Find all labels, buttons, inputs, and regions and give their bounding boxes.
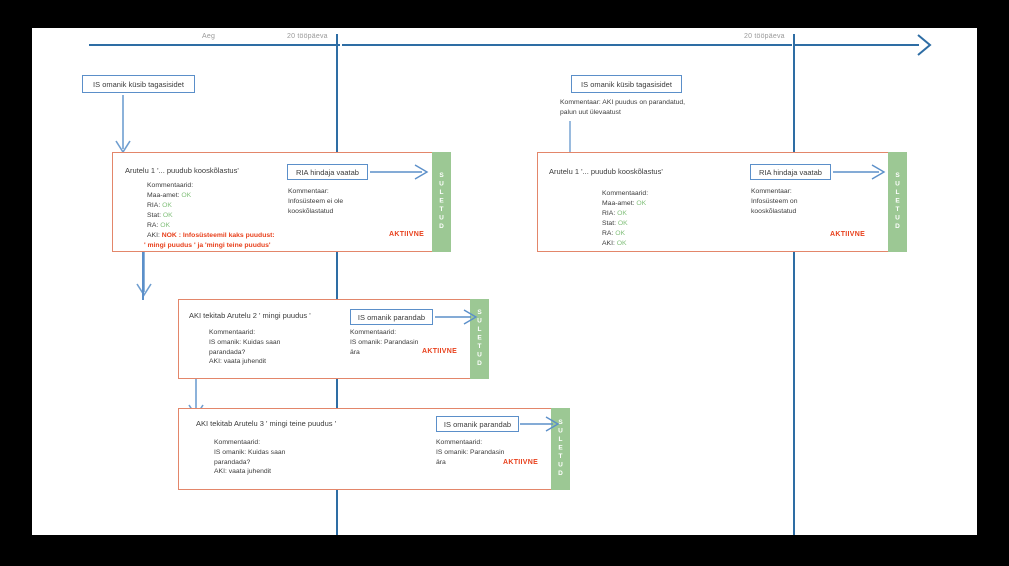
left-phase-3-action-arrow-icon [520,416,560,432]
left-phase-3-status-closed: SULETUD [551,408,570,490]
left-phase-1-action-arrow-icon [370,164,429,180]
right-request-down-arrow-icon [569,121,571,152]
timeline-label-aeg: Aeg [202,33,216,40]
left-phase-2-title: AKI tekitab Arutelu 2 ' mingi puudus ' [189,311,311,320]
left-phase-2-status-closed: SULETUD [470,299,489,379]
left-phase-1-action-label: RIA hindaja vaatab [296,167,359,177]
left-phase-2-action-comment-lines: IS omanik: Parandasin ära [350,339,419,356]
right-phase-1-comment-row-2: Stat: OK [602,219,628,229]
left-phase-1-comments-heading: Kommentaarid: [147,182,194,189]
right-phase-1-action-comment-lines: Infosüsteem on kooskõlastatud [751,198,798,215]
left-phase-1-extra-line: ' mingi puudus ' ja 'mingi teine puudus' [144,242,271,249]
right-phase-1-action-arrow-icon [833,164,886,180]
left-phase-2-action-box[interactable]: IS omanik parandab [350,309,433,325]
right-phase-1-comment-value-1: OK [617,210,627,217]
left-phase-2-status-closed-label: SULETUD [476,309,483,369]
right-request-label: IS omanik küsib tagasisidet [581,79,672,89]
left-phase-2-status-active: AKTIIVNE [422,348,458,355]
left-phase-1-status-active: AKTIIVNE [389,231,425,238]
right-phase-1-comment-label-4: AKI: [602,240,615,247]
left-phase-3-status-closed-label: SULETUD [557,419,564,479]
left-phase-3-action-comment-heading: Kommentaarid: [436,439,483,446]
left-phase-3-action-label: IS omanik parandab [443,419,512,429]
right-phase-1-comment-label-2: Stat: [602,220,616,227]
left-phase-1-comment-row-4: AKI: NOK : Infosüsteemil kaks puudust: [147,231,275,241]
right-phase-1-comment-row-0: Maa-amet: OK [602,199,646,209]
right-phase-1-comment-label-3: RA: [602,230,614,237]
left-phase-1-comment-row-1: RIA: OK [147,201,172,211]
right-phase-1-comment-value-2: OK [617,220,628,227]
left-phase-3-action-box[interactable]: IS omanik parandab [436,416,519,432]
left-request-box[interactable]: IS omanik küsib tagasisidet [82,75,195,93]
left-phase-1-comment-row-0: Maa-amet: OK [147,191,191,201]
left-phase-2-action-arrow-icon [435,309,478,325]
left-phase-1-comment-label-2: Stat: [147,212,161,219]
timeline-label-period-1: 20 tööpäeva [287,33,328,40]
timeline-axis-middle [342,44,792,46]
right-phase-1-action-label: RIA hindaja vaatab [759,167,822,177]
right-phase-1-comment-value-4: OK [616,240,627,247]
left-phase-2-action-label: IS omanik parandab [357,312,426,322]
right-request-comment: Kommentaar: AKI puudus on parandatud, pa… [560,99,686,116]
left-phase-1-action-comment-lines: Infosüsteem ei ole kooskõlastatud [288,198,344,215]
right-phase-1-comment-row-3: RA: OK [602,229,625,239]
left-phase-3-status-active: AKTIIVNE [503,459,539,466]
left-phase-1-comment-label-4: AKI: [147,232,160,239]
left-phase-1-status-closed: SULETUD [432,152,451,252]
left-phase-3-title: AKI tekitab Arutelu 3 ' mingi teine puud… [196,419,337,428]
left-phase-2-action-comment-heading: Kommentaarid: [350,329,397,336]
left-phase-2-comments-heading: Kommentaarid: [209,329,256,336]
left-phase-1-comment-value-0: OK [181,192,192,199]
left-phase-1-comment-value-3: OK [160,222,171,229]
left-phase1-to-phase2-arrow-icon [136,252,152,297]
left-request-down-arrow-icon [115,95,131,154]
left-phase-1-status-closed-label: SULETUD [438,172,445,232]
left-phase-1-comment-value-4: NOK : Infosüsteemil kaks puudust: [161,232,275,239]
right-phase-1-comment-row-1: RIA: OK [602,209,627,219]
left-phase-1-comment-value-2: OK [162,212,173,219]
right-phase-1-title: Arutelu 1 '... puudub kooskõlastus' [549,167,663,176]
right-phase-1-action-box[interactable]: RIA hindaja vaatab [750,164,831,180]
timeline-arrowhead-icon [917,34,932,56]
timeline-divider-1 [336,34,338,535]
left-phase-1-title: Arutelu 1 '... puudub kooskõlastus' [125,166,239,175]
left-phase-1-comment-row-2: Stat: OK [147,211,173,221]
left-phase-3-action-comment-lines: IS omanik: Parandasin ära [436,449,505,466]
right-phase-1-status-closed: SULETUD [888,152,907,252]
left-phase-1-comment-label-0: Maa-amet: [147,192,180,199]
left-phase-1-action-comment-heading: Kommentaar: [288,188,329,195]
right-phase-1-comments-heading: Kommentaarid: [602,190,649,197]
left-phase-1-comment-row-3: RA: OK [147,221,170,231]
right-request-box[interactable]: IS omanik küsib tagasisidet [571,75,682,93]
diagram-canvas: Aeg 20 tööpäeva 20 tööpäeva IS omanik kü… [32,28,977,535]
right-phase-1-status-closed-label: SULETUD [894,172,901,232]
timeline-divider-2 [793,34,795,535]
left-phase-1-comment-label-1: RIA: [147,202,161,209]
left-phase-3-comment-lines: IS omanik: Kuidas saan parandada? AKI: v… [214,449,286,476]
timeline-axis-right [794,44,919,46]
right-phase-1-comment-value-0: OK [636,200,647,207]
right-phase-1-comment-label-1: RIA: [602,210,616,217]
left-request-label: IS omanik küsib tagasisidet [93,79,184,89]
timeline-label-period-2: 20 tööpäeva [744,33,785,40]
right-phase-1-comment-value-3: OK [615,230,626,237]
left-phase-1-action-box[interactable]: RIA hindaja vaatab [287,164,368,180]
left-phase-1-comment-value-1: OK [162,202,172,209]
left-phase-3-comments-heading: Kommentaarid: [214,439,261,446]
left-phase-1 [112,152,437,252]
left-phase-2-comment-lines: IS omanik: Kuidas saan parandada? AKI: v… [209,339,281,366]
left-phase-1-comment-label-3: RA: [147,222,159,229]
timeline-axis-left [89,44,340,46]
right-phase-1-status-active: AKTIIVNE [830,231,866,238]
left-phase1-to-phase2-line [142,252,144,300]
right-phase-1-comment-row-4: AKI: OK [602,239,627,249]
right-phase-1-comment-label-0: Maa-amet: [602,200,635,207]
right-phase-1-action-comment-heading: Kommentaar: [751,188,792,195]
